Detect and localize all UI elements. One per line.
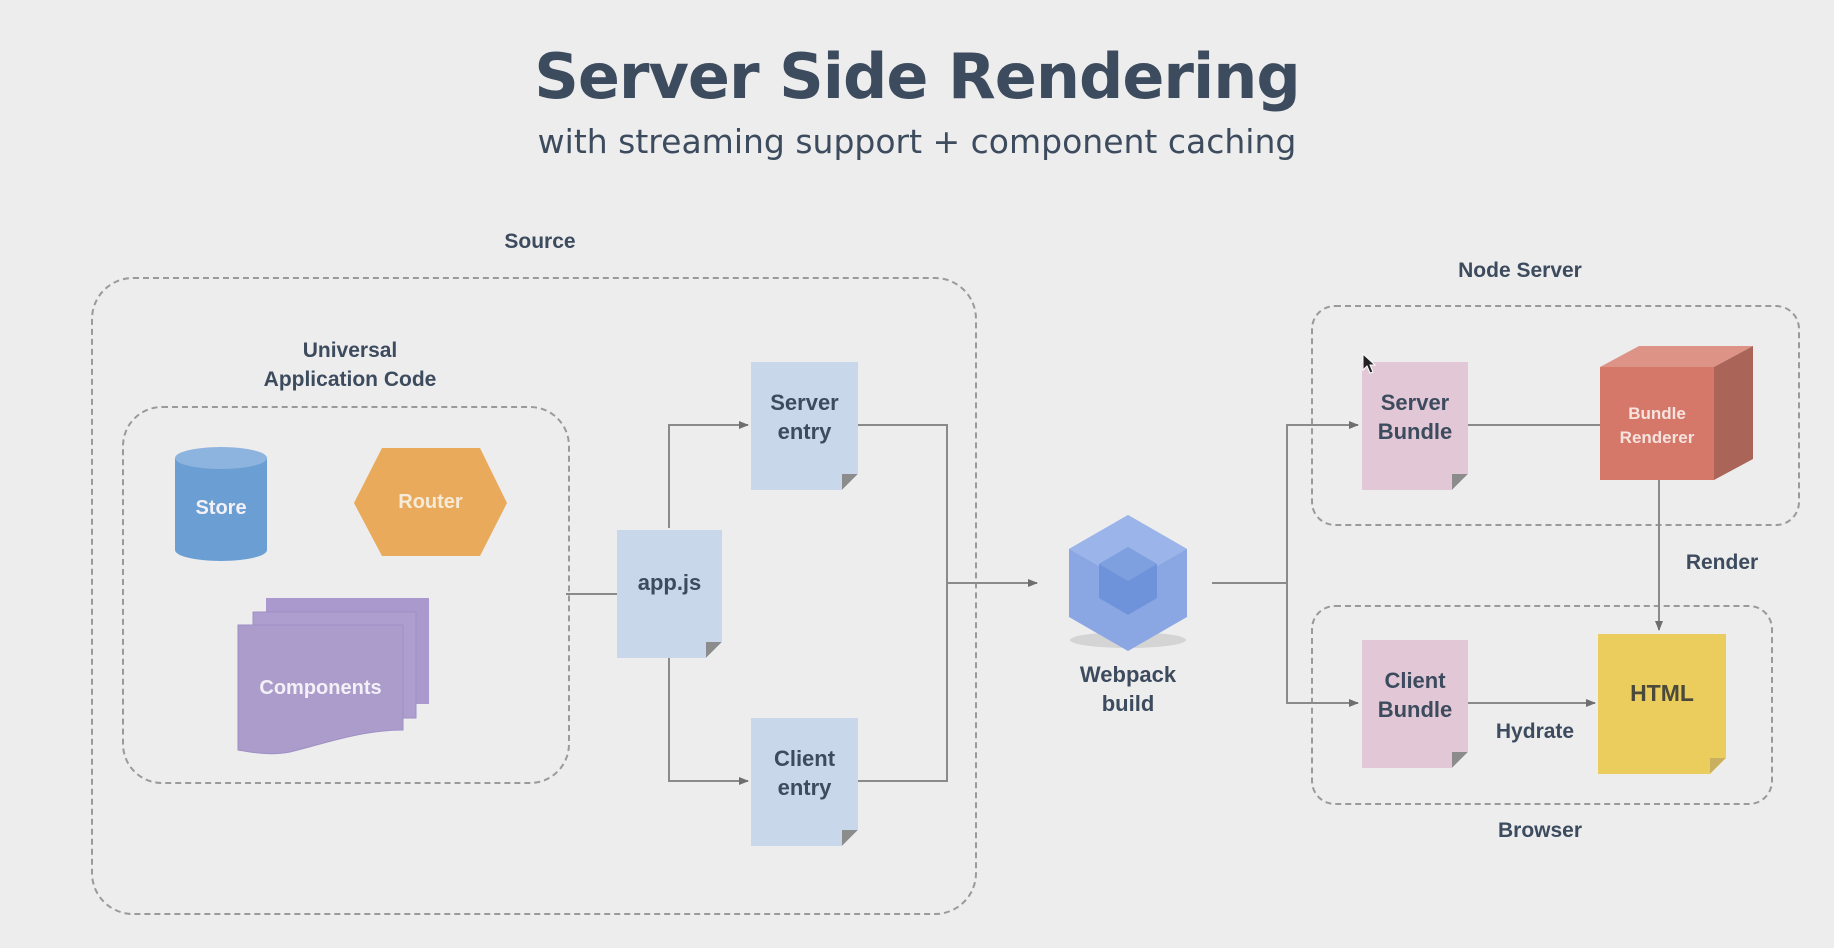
appjs-label: app.js	[637, 570, 702, 595]
bundle-renderer-label: Bundle Renderer	[1619, 404, 1695, 447]
page-fold-icon	[842, 474, 858, 490]
render-edge-label: Render	[1685, 551, 1759, 574]
node-server-label: Node Server	[1458, 259, 1582, 282]
appjs-file[interactable]: app.js	[617, 530, 722, 658]
edge-to-client-bundle	[1286, 583, 1359, 707]
bundle-renderer-box-icon	[1600, 346, 1753, 480]
edge-server-entry-out	[858, 424, 948, 782]
client-entry-file[interactable]: Client entry	[751, 718, 858, 846]
edge-appjs-to-server-entry	[668, 421, 749, 528]
node-server-group	[1311, 305, 1800, 526]
server-bundle-file[interactable]: Server Bundle	[1362, 362, 1468, 490]
hydrate-edge-label: Hydrate	[1495, 720, 1575, 743]
server-bundle-label: Server Bundle	[1377, 390, 1453, 444]
page-fold-icon	[1710, 758, 1726, 774]
server-entry-label: Server entry	[770, 390, 839, 444]
components-stack-icon	[237, 598, 429, 755]
html-label: HTML	[1630, 680, 1694, 706]
universal-label: Universal Application Code	[263, 339, 437, 391]
page-fold-icon	[1452, 474, 1468, 490]
browser-label: Browser	[1497, 819, 1583, 842]
client-bundle-file[interactable]: Client Bundle	[1362, 640, 1468, 768]
router-label: Router	[398, 491, 463, 513]
source-group	[91, 277, 977, 915]
browser-group	[1311, 605, 1773, 805]
mouse-cursor-icon	[1362, 353, 1377, 374]
store-label: Store	[195, 497, 247, 519]
diagram-subtitle: with streaming support + component cachi…	[537, 122, 1297, 161]
client-bundle-label: Client Bundle	[1377, 668, 1453, 722]
source-label: Source	[504, 230, 576, 253]
router-hexagon-icon	[354, 448, 507, 556]
webpack-cube-icon	[1069, 515, 1187, 651]
html-file[interactable]: HTML	[1598, 634, 1726, 774]
client-entry-label: Client entry	[773, 746, 836, 800]
diagram-title: Server Side Rendering	[534, 40, 1301, 113]
edge-to-server-bundle	[1286, 421, 1359, 583]
server-entry-file[interactable]: Server entry	[751, 362, 858, 490]
page-fold-icon	[842, 830, 858, 846]
page-fold-icon	[1452, 752, 1468, 768]
webpack-label: Webpack build	[1079, 662, 1177, 716]
edge-appjs-to-client-entry	[668, 658, 749, 785]
page-fold-icon	[706, 642, 722, 658]
components-label: Components	[259, 677, 382, 699]
store-cylinder-icon	[175, 447, 267, 561]
